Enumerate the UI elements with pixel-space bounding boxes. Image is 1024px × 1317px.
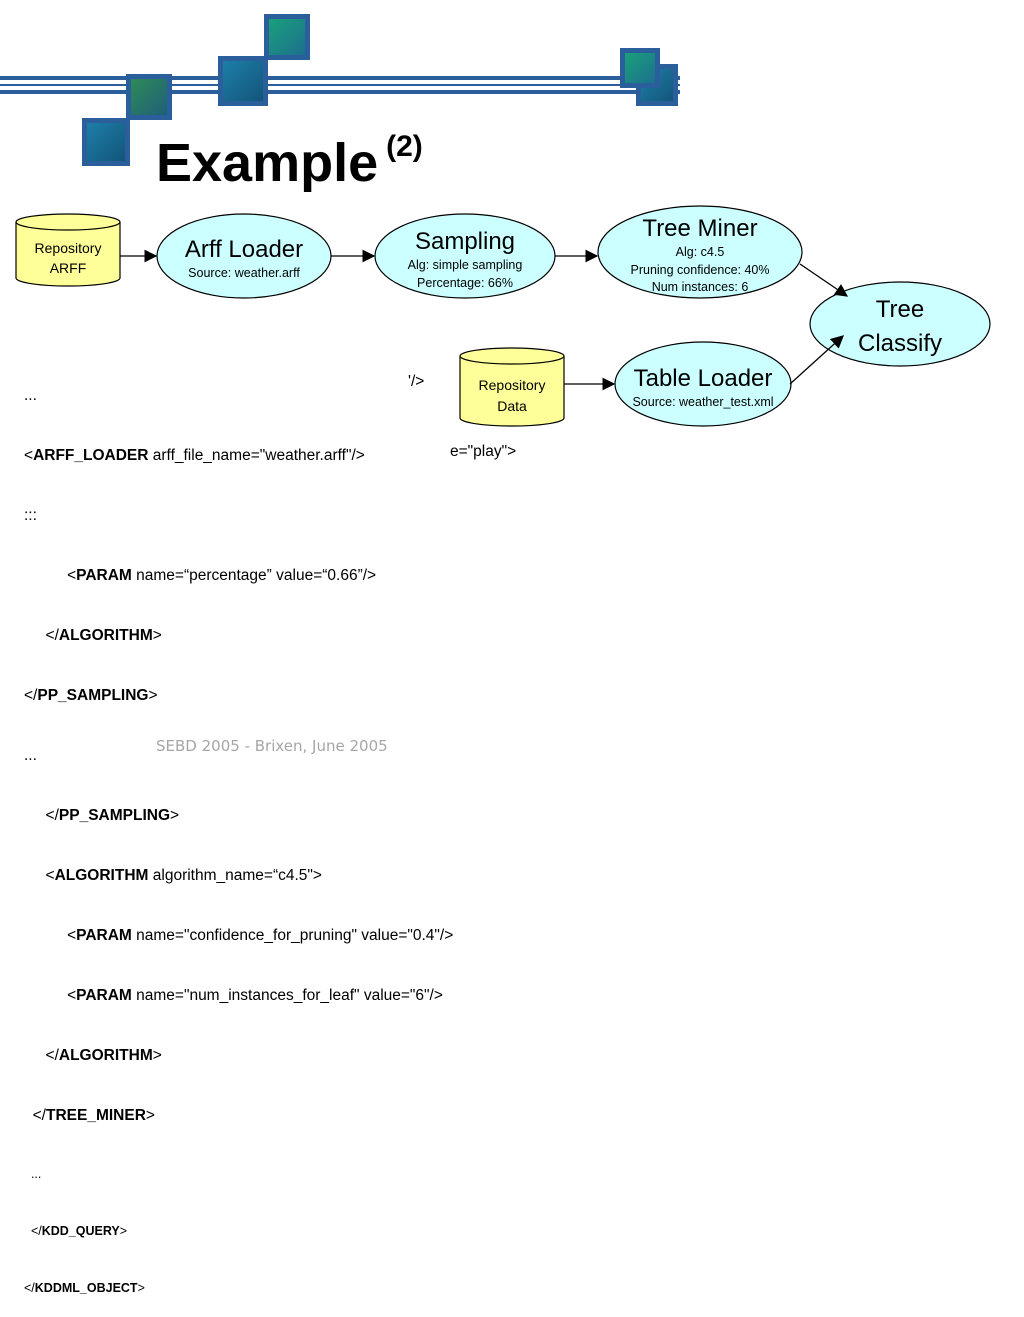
repository-data-node: Repository Data [459,347,565,427]
tree-classify-line2: Classify [858,330,942,357]
code-line: </KDDML_OBJECT> [24,1281,145,1295]
sampling-node: Sampling Alg: simple sampling Percentage… [374,213,556,299]
code-line: <PARAM name=“percentage” value=“0.66”/> [24,567,377,584]
code-tag: TREE_MINER [45,1107,146,1124]
code-attrs: algorithm_name=“c4.5"> [148,867,322,884]
code-line: ... [24,747,37,764]
code-tag: PARAM [76,567,132,584]
code-line: </PP_SAMPLING> [24,687,158,704]
arrow-tree-miner-to-classify [799,263,849,297]
table-loader-name: Table Loader [634,365,773,392]
code-line: <PARAM name="confidence_for_pruning" val… [24,927,454,944]
ghost-fragment: '/> [408,373,425,390]
page-title: Example(2) [156,130,423,194]
header-line-mid [0,84,680,86]
xml-code-listing: ... <ARFF_LOADER arff_file_name="weather… [24,346,453,1317]
code-tag: PP_SAMPLING [37,687,149,704]
tree-miner-detail-1: Alg: c4.5 [676,245,725,259]
code-tag: KDDML_OBJECT [34,1281,138,1295]
code-line: </KDD_QUERY> [24,1224,128,1238]
code-line: </TREE_MINER> [24,1107,155,1124]
decor-square [620,48,660,88]
arff-loader-name: Arff Loader [185,236,303,263]
code-tag: PARAM [76,927,132,944]
table-loader-node: Table Loader Source: weather_test.xml [614,341,792,427]
arff-loader-detail: Source: weather.arff [188,266,300,280]
code-line: ... [24,387,37,404]
slide-footer: SEBD 2005 - Brixen, June 2005 [156,737,388,755]
code-tag: ALGORITHM [58,627,153,644]
repository-arff-node: Repository ARFF [15,213,121,287]
title-text: Example [156,133,379,193]
code-attrs: name=“percentage” value=“0.66”/> [131,567,377,584]
title-superscript: (2) [386,130,423,163]
code-line: <PARAM name="num_instances_for_leaf" val… [24,987,443,1004]
arff-loader-node: Arff Loader Source: weather.arff [156,213,332,299]
code-attrs: arff_file_name="weather.arff"/> [148,447,365,464]
code-tag: PARAM [76,987,132,1004]
sampling-name: Sampling [415,228,515,255]
code-line: ... [24,1166,453,1183]
code-tag: KDD_QUERY [41,1224,120,1238]
tree-miner-detail-2: Pruning confidence: 40% [631,263,770,277]
code-line: ::: [24,507,37,524]
flow-diagram: Repository ARFF Arff Loader Source: weat… [15,205,991,427]
tree-miner-node: Tree Miner Alg: c4.5 Pruning confidence:… [597,205,803,299]
repo-arff-line2: ARFF [50,260,87,276]
code-line: </PP_SAMPLING> [24,807,180,824]
arrow-table-loader-to-classify [789,335,844,385]
code-tag: ARFF_LOADER [33,447,149,464]
header-line-bottom [0,90,680,94]
repo-data-line2: Data [497,398,527,414]
sampling-detail-1: Alg: simple sampling [408,258,523,272]
tree-miner-name: Tree Miner [642,215,757,242]
code-line: <ARFF_LOADER arff_file_name="weather.arf… [24,447,365,464]
code-line: </ALGORITHM> [24,627,162,644]
repo-arff-line1: Repository [35,240,102,256]
table-loader-detail: Source: weather_test.xml [632,395,773,409]
decor-square [126,74,172,120]
decor-square [218,56,268,106]
code-line: <ALGORITHM algorithm_name=“c4.5"> [24,867,322,884]
code-attrs: name="confidence_for_pruning" value="0.4… [131,927,454,944]
decor-square [264,14,310,60]
sampling-detail-2: Percentage: 66% [417,276,513,290]
decor-square [82,118,130,166]
code-tag: ALGORITHM [54,867,149,884]
code-line: </ALGORITHM> [24,1047,162,1064]
tree-classify-line1: Tree [876,296,924,323]
header-decoration [0,14,680,166]
code-tag: PP_SAMPLING [58,807,170,824]
header-line-top [0,76,680,80]
tree-classify-node: Tree Classify [809,281,991,367]
code-ellipsis: ... [30,1167,42,1181]
code-attrs: name="num_instances_for_leaf" value="6"/… [131,987,443,1004]
tree-miner-detail-3: Num instances: 6 [652,280,749,294]
code-tag: ALGORITHM [58,1047,153,1064]
ghost-fragment: e="play"> [450,443,517,460]
repo-data-line1: Repository [479,377,546,393]
